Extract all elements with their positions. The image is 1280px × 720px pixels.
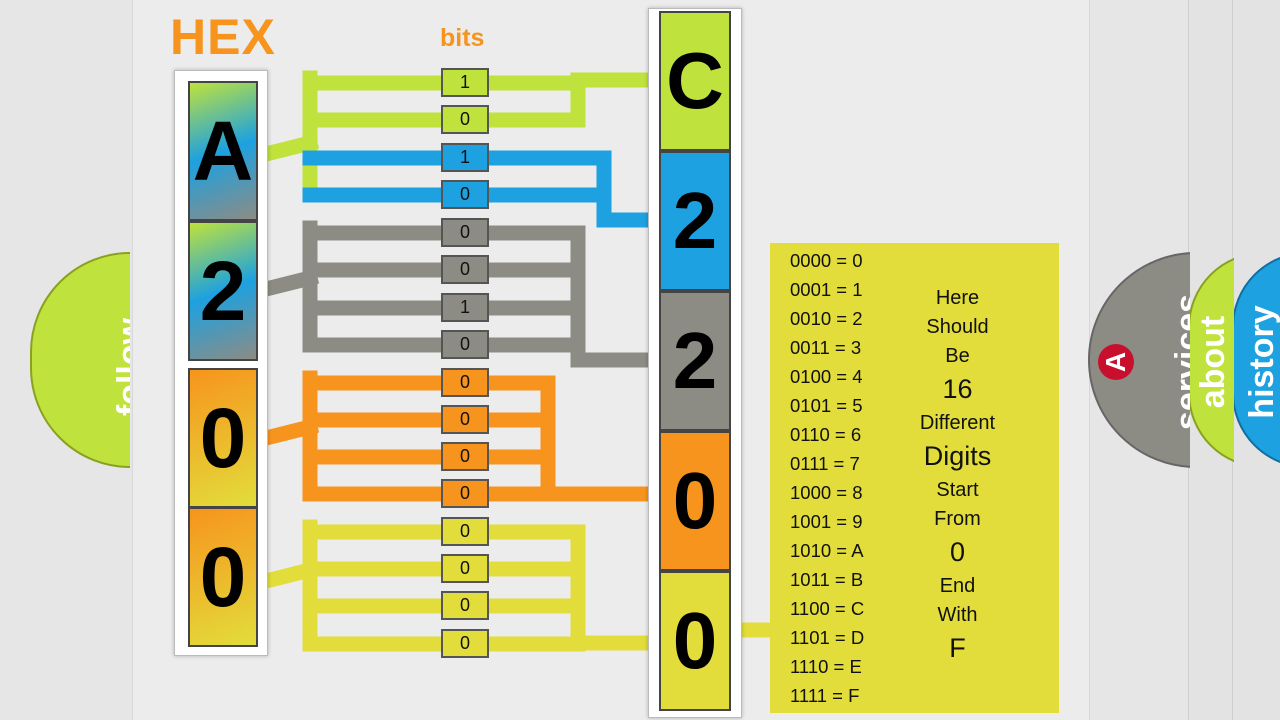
legend-note: Be <box>945 345 970 367</box>
bit-box: 0 <box>441 180 489 209</box>
legend-row: 1111 = F <box>790 685 860 706</box>
legend-row: 0001 = 1 <box>790 279 863 300</box>
bit-box: 0 <box>441 554 489 583</box>
follow-tab[interactable]: follow A <box>30 252 130 468</box>
hex-digit-cell: 0 <box>188 368 258 508</box>
legend-row: 1101 = D <box>790 627 865 648</box>
result-digit-column: C 2 2 0 0 <box>648 8 742 718</box>
bit-box: 0 <box>441 591 489 620</box>
legend-row: 1000 = 8 <box>790 482 863 503</box>
result-digit-cell: 2 <box>659 291 731 431</box>
legend-note: 0 <box>949 537 966 567</box>
result-digit-cell: 0 <box>659 431 731 571</box>
result-digit-cell: 2 <box>659 151 731 291</box>
binary-hex-legend: 0000 = 0 0001 = 1 0010 = 2 0011 = 3 0100… <box>770 243 1059 713</box>
result-digit-cell: 0 <box>659 571 731 711</box>
legend-note: Digits <box>923 441 992 471</box>
legend-note: F <box>949 633 966 663</box>
services-tab[interactable]: services A <box>1088 252 1190 468</box>
legend-note: End <box>939 575 976 597</box>
bit-box: 0 <box>441 105 489 134</box>
bit-box: 0 <box>441 218 489 247</box>
history-tab-label: history <box>1243 305 1280 419</box>
legend-row: 0100 = 4 <box>790 366 863 387</box>
legend-row: 1010 = A <box>790 540 864 561</box>
bit-box: 0 <box>441 442 489 471</box>
legend-row: 1100 = C <box>790 598 865 619</box>
legend-note: Different <box>919 412 996 434</box>
result-digit-cell: C <box>659 11 731 151</box>
bit-box: 0 <box>441 517 489 546</box>
hex-digit-cell: 0 <box>188 507 258 647</box>
about-tab[interactable]: about <box>1188 252 1234 468</box>
bit-box: 0 <box>441 479 489 508</box>
legend-row: 1110 = E <box>790 656 862 677</box>
bit-box: 0 <box>441 629 489 658</box>
history-tab[interactable]: history <box>1232 252 1280 468</box>
services-logo-icon: A <box>1098 344 1134 380</box>
legend-note: With <box>937 604 978 626</box>
legend-row: 0000 = 0 <box>790 250 863 271</box>
bit-box: 1 <box>441 293 489 322</box>
legend-row: 0011 = 3 <box>790 337 862 358</box>
legend-note: Should <box>926 316 989 338</box>
bit-box: 1 <box>441 68 489 97</box>
hex-title: HEX <box>170 9 276 65</box>
legend-row: 0101 = 5 <box>790 395 863 416</box>
legend-note: 16 <box>942 374 973 404</box>
bit-box: 0 <box>441 330 489 359</box>
legend-note: Start <box>936 479 979 501</box>
legend-row: 0111 = 7 <box>790 453 860 474</box>
hex-digit-cell: A <box>188 81 258 221</box>
legend-row: 1001 = 9 <box>790 511 863 532</box>
follow-tab-label: follow <box>111 317 130 417</box>
bit-box: 0 <box>441 405 489 434</box>
legend-row: 1011 = B <box>790 569 864 590</box>
legend-note: From <box>934 508 981 530</box>
bit-box: 1 <box>441 143 489 172</box>
legend-row: 0010 = 2 <box>790 308 863 329</box>
hex-digit-cell: 2 <box>188 221 258 361</box>
services-tab-label: services <box>1169 293 1190 431</box>
legend-note: Here <box>935 287 980 309</box>
hex-digit-column: A 2 0 0 <box>174 70 268 656</box>
bit-box: 0 <box>441 368 489 397</box>
about-tab-label: about <box>1194 315 1232 409</box>
bit-box: 0 <box>441 255 489 284</box>
legend-row: 0110 = 6 <box>790 424 862 445</box>
bits-title: bits <box>440 24 485 52</box>
